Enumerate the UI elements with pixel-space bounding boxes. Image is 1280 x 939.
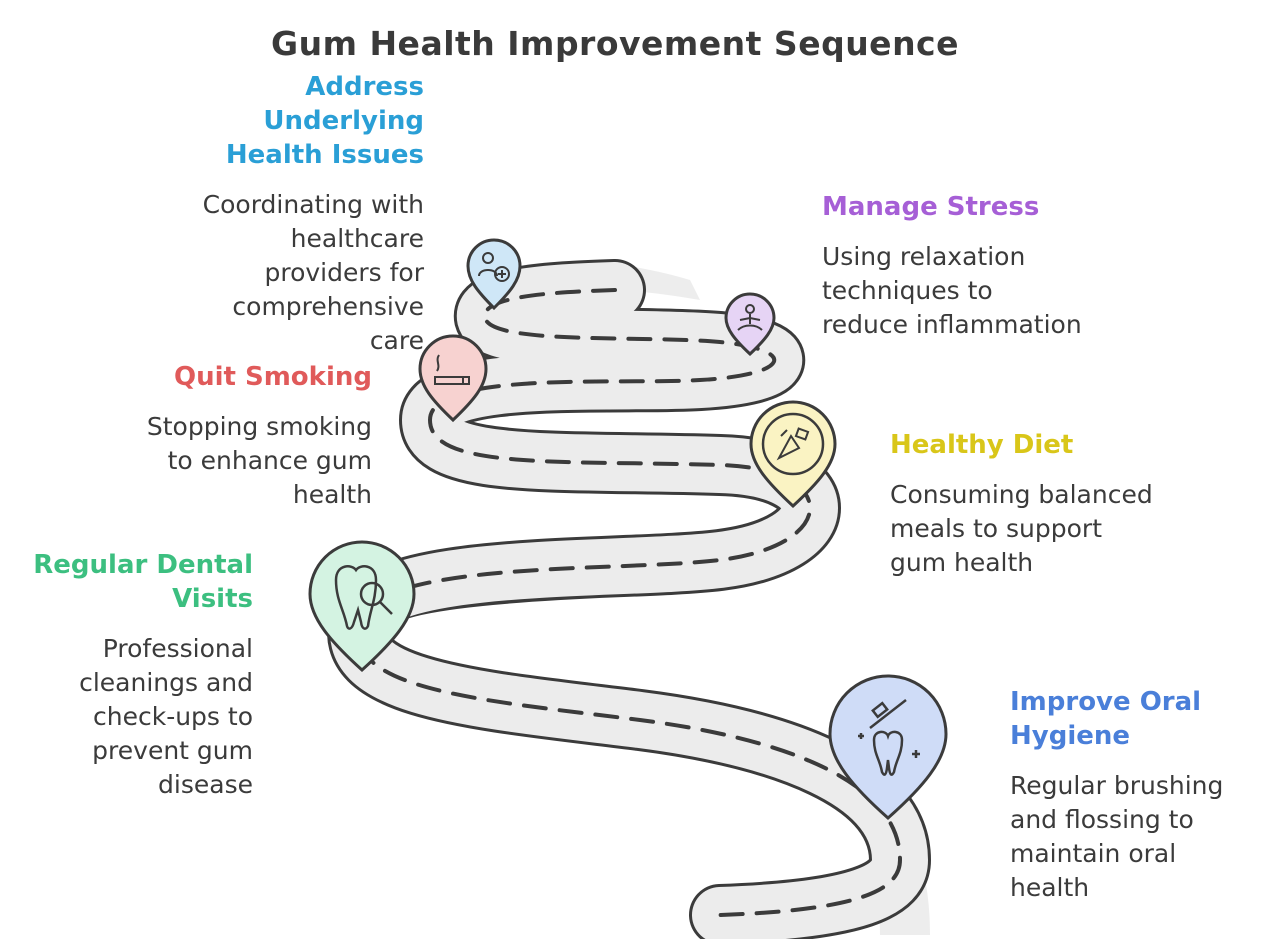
tooth-search-icon: [334, 565, 393, 630]
heading-line: Health Issues: [225, 140, 424, 170]
heading-line: Hygiene: [1010, 721, 1131, 751]
step-health-issues: Address Underlying Health Issues Coordin…: [120, 70, 424, 358]
desc-line: cleanings and: [79, 668, 253, 697]
step-oral-hygiene: Improve Oral Hygiene Regular brushing an…: [1010, 685, 1275, 905]
desc-line: techniques to: [822, 276, 993, 305]
step-quit-smoking: Quit Smoking Stopping smoking to enhance…: [80, 360, 372, 512]
desc-line: maintain oral: [1010, 839, 1177, 868]
toothbrush-icon: [858, 699, 920, 776]
step-description: Stopping smoking to enhance gum health: [80, 410, 372, 512]
desc-line: reduce inflammation: [822, 310, 1082, 339]
desc-line: care: [369, 326, 424, 355]
step-heading: Regular Dental Visits: [10, 548, 253, 616]
desc-line: Consuming balanced: [890, 480, 1153, 509]
pin-oral-hygiene: [828, 674, 948, 821]
desc-line: meals to support: [890, 514, 1102, 543]
heading-line: Manage Stress: [822, 192, 1040, 222]
pin-health-issues: [466, 238, 522, 311]
step-heading: Address Underlying Health Issues: [120, 70, 424, 172]
desc-line: providers for: [264, 258, 424, 287]
pin-quit-smoking: [418, 334, 488, 423]
heading-line: Regular Dental: [33, 550, 253, 580]
desc-line: Using relaxation: [822, 242, 1026, 271]
doctor-icon: [478, 252, 510, 282]
heading-line: Underlying: [263, 106, 424, 136]
desc-line: disease: [158, 770, 253, 799]
step-heading: Quit Smoking: [80, 360, 372, 394]
desc-line: and flossing to: [1010, 805, 1194, 834]
step-description: Coordinating with healthcare providers f…: [120, 188, 424, 358]
desc-line: Professional: [102, 634, 253, 663]
desc-line: to enhance gum: [167, 446, 372, 475]
desc-line: Regular brushing: [1010, 771, 1224, 800]
step-dental-visits: Regular Dental Visits Professional clean…: [10, 548, 253, 802]
desc-line: comprehensive: [232, 292, 424, 321]
food-icon: [776, 427, 810, 461]
step-description: Regular brushing and flossing to maintai…: [1010, 769, 1275, 905]
heading-line: Healthy Diet: [890, 430, 1074, 460]
desc-line: check-ups to: [93, 702, 253, 731]
desc-line: healthcare: [290, 224, 424, 253]
desc-line: health: [292, 480, 372, 509]
meditation-icon: [737, 304, 763, 331]
step-manage-stress: Manage Stress Using relaxation technique…: [822, 190, 1242, 342]
road-centerline: [356, 288, 903, 917]
desc-line: health: [1010, 873, 1090, 902]
step-description: Using relaxation techniques to reduce in…: [822, 240, 1242, 342]
step-heading: Healthy Diet: [890, 428, 1250, 462]
pin-manage-stress: [724, 292, 776, 357]
step-healthy-diet: Healthy Diet Consuming balanced meals to…: [890, 428, 1250, 580]
desc-line: prevent gum: [92, 736, 253, 765]
heading-line: Improve Oral: [1010, 687, 1202, 717]
step-description: Professional cleanings and check-ups to …: [10, 632, 253, 802]
heading-line: Visits: [172, 584, 253, 614]
desc-line: gum health: [890, 548, 1034, 577]
heading-line: Address: [305, 72, 424, 102]
pin-dental-visits: [308, 540, 416, 673]
page-title: Gum Health Improvement Sequence: [270, 24, 960, 63]
step-description: Consuming balanced meals to support gum …: [890, 478, 1250, 580]
desc-line: Stopping smoking: [146, 412, 372, 441]
step-heading: Improve Oral Hygiene: [1010, 685, 1275, 753]
pin-healthy-diet: [749, 400, 837, 509]
cigarette-icon: [434, 354, 470, 385]
desc-line: Coordinating with: [202, 190, 424, 219]
heading-line: Quit Smoking: [173, 362, 372, 392]
step-heading: Manage Stress: [822, 190, 1242, 224]
